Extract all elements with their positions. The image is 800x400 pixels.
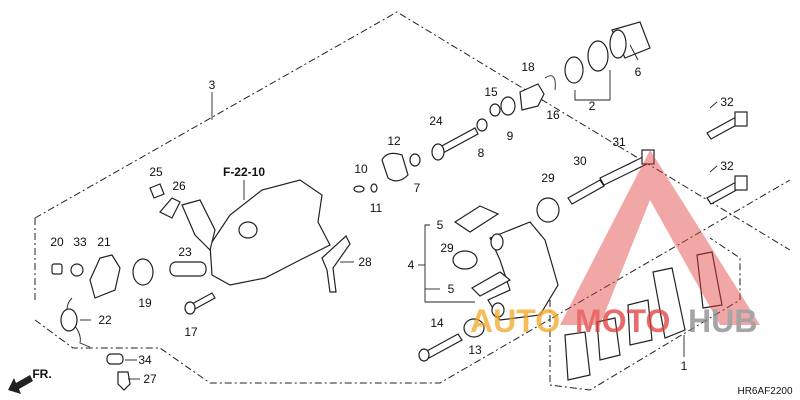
svg-text:HUB: HUB <box>688 303 757 339</box>
callout-1[interactable]: 1 <box>681 359 688 373</box>
bleeder-27 <box>117 371 131 391</box>
svg-text:AUTO: AUTO <box>470 303 560 339</box>
washer-33 <box>70 263 84 277</box>
callout-13[interactable]: 13 <box>468 343 482 357</box>
callout-14[interactable]: 14 <box>430 316 444 330</box>
nut-20 <box>51 263 63 275</box>
callout-8[interactable]: 8 <box>478 146 485 160</box>
callout-32-upper[interactable]: 32 <box>720 95 734 109</box>
boot-29-lower <box>452 250 478 270</box>
pin-14 <box>418 333 463 362</box>
callout-12[interactable]: 12 <box>387 134 401 148</box>
callout-3[interactable]: 3 <box>209 78 216 92</box>
watermark-logo: AUTO MOTO HUB <box>470 150 760 339</box>
clip-16 <box>544 75 556 91</box>
callout-30[interactable]: 30 <box>573 154 587 168</box>
svg-text:MOTO: MOTO <box>575 303 670 339</box>
pad-1-b <box>596 317 621 361</box>
lever-12 <box>381 152 409 182</box>
callout-16[interactable]: 16 <box>546 108 560 122</box>
caliper-bracket-4 <box>487 221 559 321</box>
bolt-25 <box>149 183 165 199</box>
piston-part-6 <box>609 21 651 59</box>
callout-29-upper[interactable]: 29 <box>541 171 555 185</box>
pad-1-e <box>696 251 723 309</box>
callout-28[interactable]: 28 <box>358 255 372 269</box>
boot-29-upper <box>536 197 560 223</box>
callout-23[interactable]: 23 <box>178 245 192 259</box>
callout-25[interactable]: 25 <box>149 165 163 179</box>
callout-15[interactable]: 15 <box>484 85 498 99</box>
callout-2[interactable]: 2 <box>589 99 596 113</box>
callout-21[interactable]: 21 <box>97 235 111 249</box>
callout-33[interactable]: 33 <box>73 235 87 249</box>
callout-27[interactable]: 27 <box>143 372 157 386</box>
adjuster-18 <box>519 83 545 111</box>
callout-10[interactable]: 10 <box>354 162 368 176</box>
pad-1-d <box>652 267 686 339</box>
shaft-24 <box>431 127 479 161</box>
washer-8 <box>476 118 488 132</box>
diagram-code: HR6AF2200 <box>737 386 792 397</box>
callout-29-lower[interactable]: 29 <box>440 241 454 255</box>
boot-13 <box>463 318 485 338</box>
cap-34 <box>106 353 124 365</box>
spring-plate-28 <box>321 235 351 293</box>
pin-31 <box>599 149 655 186</box>
callout-9[interactable]: 9 <box>507 129 514 143</box>
callouts: 1 2 3 4 5 5 6 7 8 9 10 11 12 13 14 15 16… <box>50 60 734 386</box>
nut-7 <box>409 153 421 167</box>
bolt-32-upper <box>706 111 748 140</box>
oring-10 <box>353 185 365 193</box>
callout-6[interactable]: 6 <box>635 65 642 79</box>
leader-lines <box>80 44 718 380</box>
callout-5-upper[interactable]: 5 <box>437 218 444 232</box>
callout-31[interactable]: 31 <box>612 135 626 149</box>
caliper-body-3 <box>181 179 331 286</box>
spring-22-coil <box>60 308 78 332</box>
seal-set-2 <box>564 40 609 84</box>
callout-7[interactable]: 7 <box>414 181 421 195</box>
pad-spring-5-upper <box>453 205 500 233</box>
pad-1-c <box>627 299 653 346</box>
washer-11 <box>370 183 378 193</box>
callout-22[interactable]: 22 <box>98 313 112 327</box>
seal-19 <box>132 258 154 286</box>
callout-20[interactable]: 20 <box>50 235 64 249</box>
pad-spring-5-lower <box>471 271 512 297</box>
callout-34[interactable]: 34 <box>138 353 152 367</box>
pad-set-outline <box>549 237 741 391</box>
callout-32-lower[interactable]: 32 <box>720 159 734 173</box>
callout-19[interactable]: 19 <box>138 296 152 310</box>
assembly-outline <box>34 11 791 251</box>
callout-17[interactable]: 17 <box>184 325 198 339</box>
callout-5-lower[interactable]: 5 <box>448 282 455 296</box>
spring-9 <box>500 96 516 116</box>
shaft-23 <box>169 261 207 277</box>
callout-4[interactable]: 4 <box>408 258 415 272</box>
front-arrow-icon <box>8 375 33 394</box>
pad-1-a <box>564 331 591 381</box>
reference-label[interactable]: F-22-10 <box>223 165 265 179</box>
lever-21 <box>89 254 121 299</box>
washer-15 <box>489 103 501 117</box>
callout-26[interactable]: 26 <box>172 179 186 193</box>
callout-24[interactable]: 24 <box>429 114 443 128</box>
bracket-26 <box>159 197 181 219</box>
callout-18[interactable]: 18 <box>521 60 535 74</box>
callout-11[interactable]: 11 <box>370 201 383 215</box>
bolt-32-lower <box>706 175 748 205</box>
front-indicator: FR. <box>32 367 51 381</box>
pin-30 <box>567 179 605 205</box>
bolt-17 <box>184 292 216 315</box>
